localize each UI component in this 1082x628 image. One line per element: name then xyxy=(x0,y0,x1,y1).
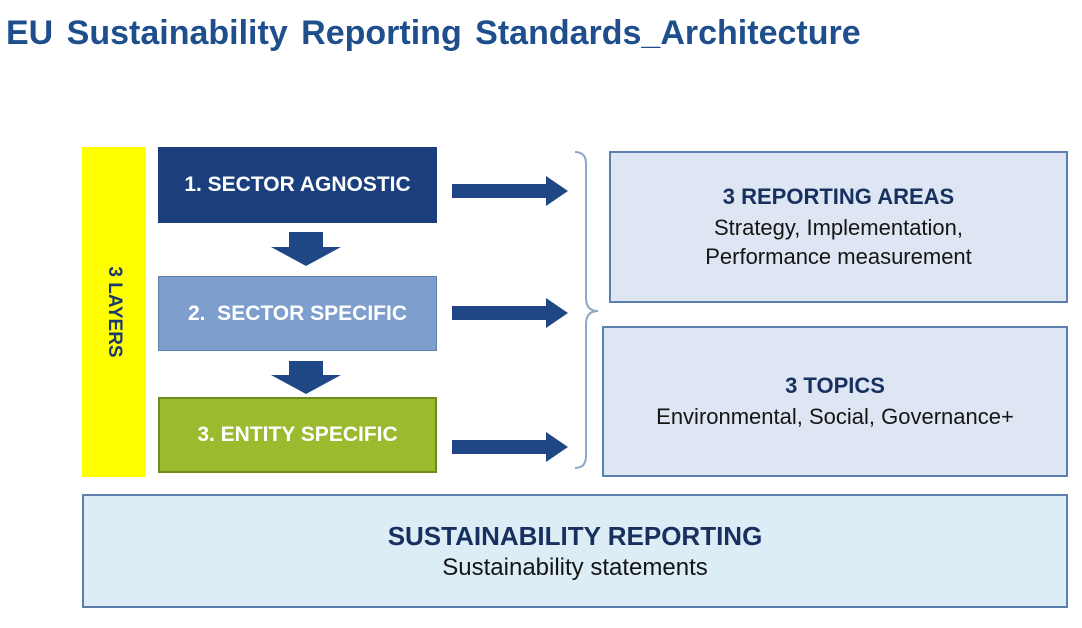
reporting-areas-box: 3 REPORTING AREAS Strategy, Implementati… xyxy=(609,151,1068,303)
down-arrow-icon xyxy=(271,361,341,394)
layers-bar xyxy=(82,147,146,477)
sustainability-reporting-box: SUSTAINABILITY REPORTING Sustainability … xyxy=(82,494,1068,608)
layer-sector-specific: 2. SECTOR SPECIFIC xyxy=(158,276,437,351)
topics-line1: Environmental, Social, Governance+ xyxy=(656,403,1014,429)
down-arrow-icon xyxy=(271,232,341,266)
bottom-subtitle: Sustainability statements xyxy=(442,553,708,581)
right-arrow-icon xyxy=(452,298,568,328)
bottom-title: SUSTAINABILITY REPORTING xyxy=(387,520,763,551)
right-arrow-icon xyxy=(452,432,568,462)
right-arrow-icon xyxy=(452,176,568,206)
layer-sector-agnostic: 1. SECTOR AGNOSTIC xyxy=(158,147,437,223)
reporting-areas-title: 3 REPORTING AREAS xyxy=(722,183,955,209)
reporting-areas-line1: Strategy, Implementation, xyxy=(713,214,964,240)
layer-entity-specific: 3. ENTITY SPECIFIC xyxy=(158,397,437,473)
topics-box: 3 TOPICS Environmental, Social, Governan… xyxy=(602,326,1068,477)
brace-icon xyxy=(574,151,599,469)
reporting-areas-line2: Performance measurement xyxy=(705,243,972,269)
topics-title: 3 TOPICS xyxy=(785,372,885,398)
page-title: EU Sustainability Reporting Standards_Ar… xyxy=(6,14,861,52)
